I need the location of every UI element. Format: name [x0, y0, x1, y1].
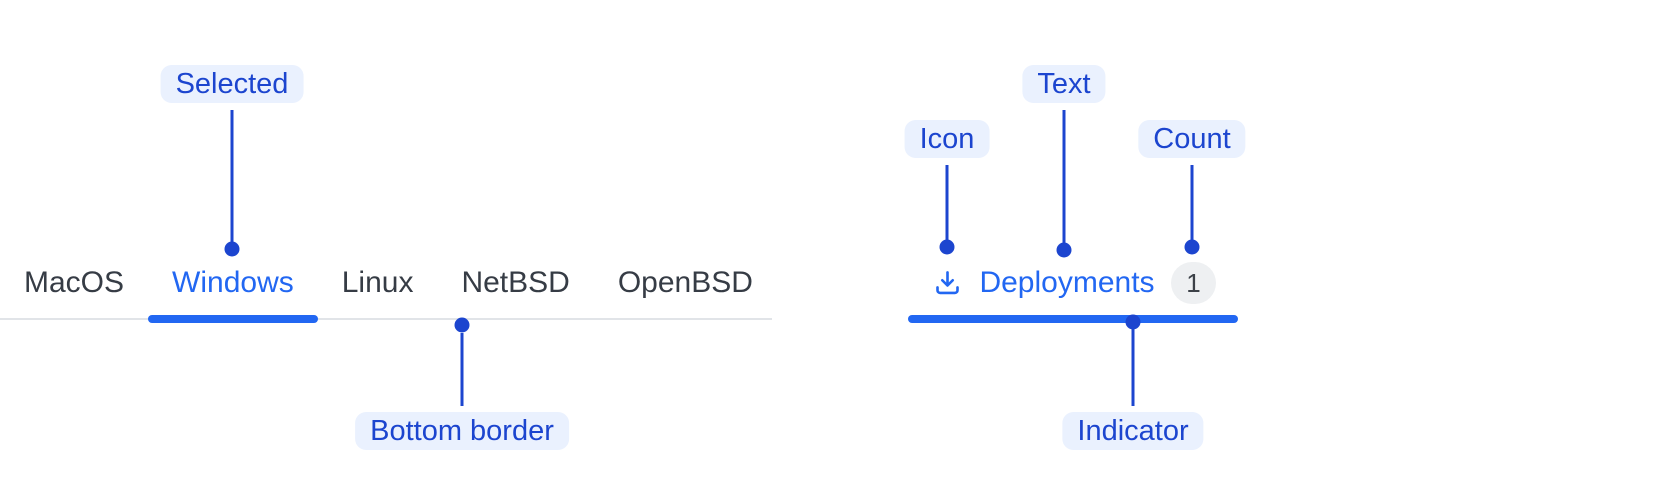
selected-tab-indicator — [148, 315, 318, 323]
tab-bar-bottom-border — [0, 318, 772, 320]
annotation-dot-icon — [939, 239, 955, 255]
annotation-line-text — [1062, 110, 1066, 243]
annotation-label-selected: Selected — [160, 65, 304, 103]
annotation-dot-count — [1184, 239, 1200, 255]
tab-label: Windows — [172, 266, 294, 299]
tab-macos[interactable]: MacOS — [0, 262, 148, 304]
annotation-dot-selected — [224, 241, 240, 257]
annotation-label-count: Count — [1138, 120, 1246, 158]
deployments-tab-content: Deployments 1 — [908, 262, 1238, 304]
os-tab-bar: MacOS Windows Linux NetBSD OpenBSD — [0, 262, 772, 326]
annotation-line-bottom-border — [460, 333, 464, 406]
annotation-line-count — [1190, 165, 1194, 240]
tab-netbsd[interactable]: NetBSD — [437, 262, 593, 304]
tab-label: OpenBSD — [617, 266, 753, 299]
active-tab-indicator — [908, 315, 1238, 323]
annotation-line-selected — [230, 110, 234, 242]
tab-label: NetBSD — [461, 266, 570, 299]
annotation-label-indicator: Indicator — [1062, 412, 1204, 450]
annotation-label-bottom-border: Bottom border — [355, 412, 569, 450]
tab-label: Deployments — [979, 266, 1155, 299]
tab-windows[interactable]: Windows — [148, 262, 318, 323]
tab-openbsd[interactable]: OpenBSD — [594, 262, 777, 304]
download-icon — [932, 268, 963, 298]
annotation-label-text: Text — [1022, 65, 1106, 103]
count-badge: 1 — [1170, 262, 1216, 304]
tab-list: MacOS Windows Linux NetBSD OpenBSD — [0, 262, 777, 323]
annotation-dot-bottom-border — [454, 317, 470, 333]
annotation-line-indicator — [1131, 329, 1135, 406]
annotation-label-icon: Icon — [904, 120, 990, 158]
tab-linux[interactable]: Linux — [318, 262, 438, 304]
annotation-line-icon — [945, 165, 949, 240]
tab-label: MacOS — [24, 266, 125, 299]
annotation-dot-text — [1056, 242, 1072, 258]
annotation-dot-indicator — [1125, 314, 1141, 330]
tab-label: Linux — [341, 266, 414, 299]
deployments-tab[interactable]: Deployments 1 — [908, 262, 1238, 326]
